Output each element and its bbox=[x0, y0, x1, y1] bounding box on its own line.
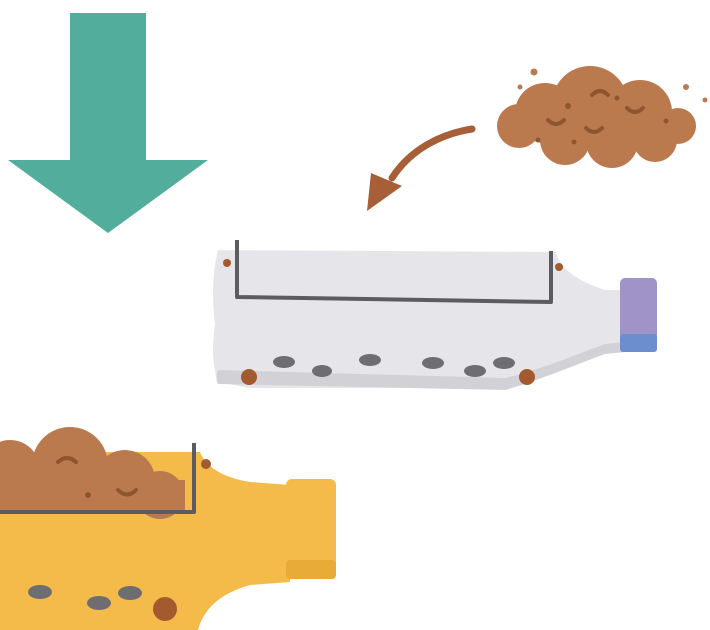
soil-clump-icon bbox=[497, 66, 708, 168]
curved-arrow-icon bbox=[367, 125, 476, 211]
down-arrow-icon bbox=[8, 13, 208, 233]
cut-bottle-with-pebbles-icon bbox=[213, 240, 657, 390]
filled-bottle-planter-icon bbox=[0, 427, 336, 630]
